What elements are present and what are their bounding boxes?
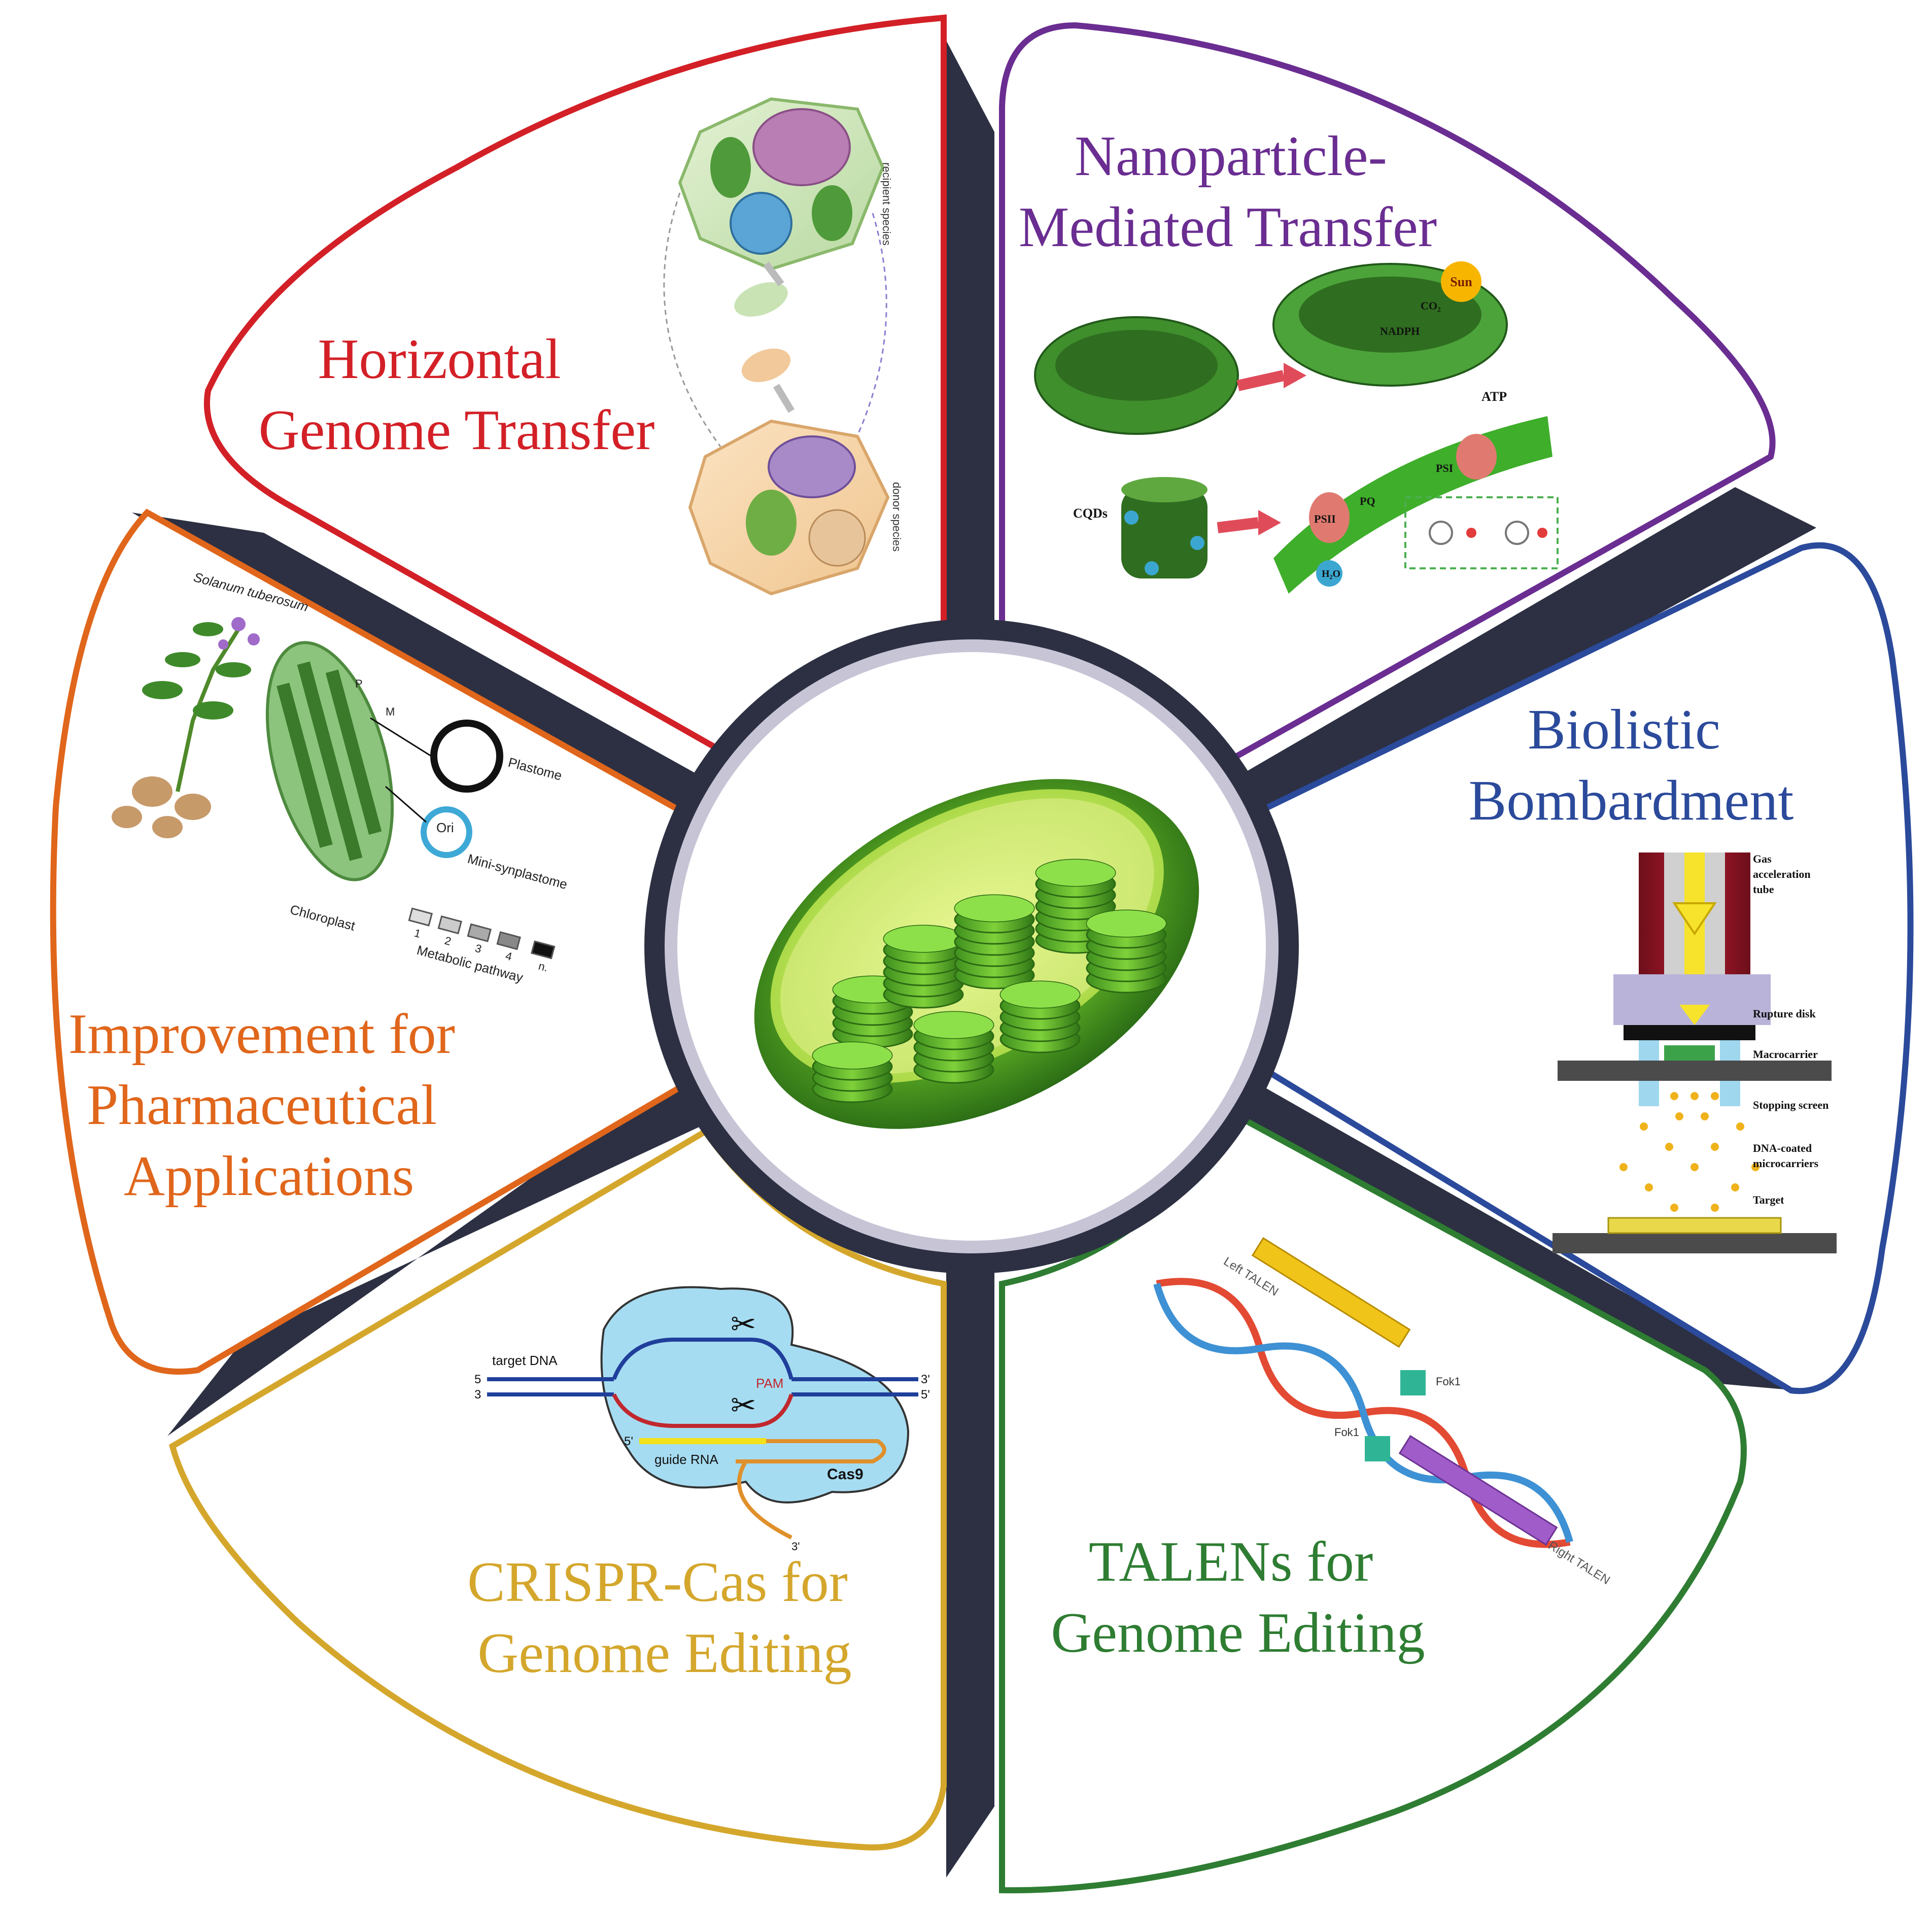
potato-tuber [132, 776, 172, 807]
spoke-top [946, 41, 994, 700]
hgt-donor-label: donor species [890, 482, 903, 552]
psii-label: PSII [1314, 513, 1336, 525]
hgt-recipient-label: recipient species [880, 162, 893, 246]
sun-label: Sun [1450, 275, 1472, 289]
guide-five-prime-label: 5' [624, 1435, 633, 1448]
h2o-label: H₂O [1322, 568, 1340, 579]
reaction-box [1404, 496, 1559, 569]
three-prime-top-label: 3 [474, 1388, 481, 1402]
five-prime-top-label: 5 [474, 1373, 481, 1386]
three-prime-right-label: 3' [921, 1373, 930, 1386]
fok1-top [1400, 1370, 1426, 1395]
acceleration-label: acceleration [1753, 868, 1811, 880]
spoke-bottom-left [167, 1076, 700, 1436]
atp-label: ATP [1481, 389, 1507, 404]
grana-stacks [812, 859, 1167, 1103]
title-biolistic-bombardment: Biolistic Bombardment [1469, 698, 1794, 832]
target-label: Target [1753, 1193, 1784, 1206]
microcarrier-dots [1619, 1092, 1760, 1212]
guide-rna-label: guide RNA [654, 1452, 718, 1467]
mini-synplastome-ring [421, 806, 472, 858]
dna-coated-label: DNA-coated [1753, 1142, 1812, 1154]
scissors-top-icon: ✂ [731, 1308, 756, 1341]
co2-label: CO₂ [1421, 299, 1441, 312]
target-dna-label: target DNA [492, 1353, 558, 1368]
cas9-label: Cas9 [827, 1466, 864, 1483]
title-talens-genome-editing: TALENs for Genome Editing [1051, 1530, 1425, 1664]
pq-label: PQ [1360, 495, 1375, 507]
ori-label: Ori [436, 820, 454, 835]
cqds-label: CQDs [1073, 506, 1108, 521]
fok1-bottom-label: Fok1 [1334, 1426, 1359, 1439]
biolistic-illustration: Gas acceleration tube Rupture disk Macro… [1552, 852, 1837, 1253]
hgt-illustration: recipient species donor species [663, 97, 903, 596]
three-prime-bottom-label: 3' [791, 1540, 800, 1553]
panel-talens-genome-editing [999, 1112, 1747, 1894]
title-horizontal-genome-transfer: Horizontal Genome Transfer [259, 328, 655, 462]
center-hub [644, 619, 1299, 1274]
dna-strand-blue [1153, 1283, 1573, 1543]
nano-illustration: Sun CO₂ NADPH CQDs PSII PQ PSI ATP H₂O [1034, 261, 1559, 594]
metabolic-pathway-genes [408, 907, 556, 960]
psi-label: PSI [1436, 462, 1453, 474]
macrocarrier-label: Macrocarrier [1753, 1048, 1818, 1061]
seedling-orange [741, 349, 791, 382]
rupture-disk-label: Rupture disk [1753, 1007, 1816, 1020]
thylakoid-stack [1121, 477, 1208, 578]
plastome-ring [430, 720, 503, 793]
spoke-bottom [946, 1208, 994, 1878]
panel-pharmaceutical-applications [50, 508, 685, 1375]
title-nanoparticle-mediated-transfer: Nanoparticle- Mediated Transfer [1019, 125, 1437, 259]
spoke-bottom-right [1228, 1081, 1796, 1390]
potato-plant-stem [176, 628, 240, 792]
gas-label: Gas [1753, 852, 1772, 865]
tube-label: tube [1753, 883, 1774, 896]
stopping-screen-label: Stopping screen [1753, 1099, 1828, 1111]
microcarriers-label: microcarriers [1753, 1157, 1819, 1170]
crispr-illustration: target DNA 5 3 3' 5' PAM 5' guide RNA Ca… [474, 1286, 930, 1553]
seedling-green [734, 282, 788, 317]
fok1-top-label: Fok1 [1436, 1375, 1461, 1388]
m-label: M [386, 705, 395, 718]
fok1-bottom [1365, 1436, 1390, 1461]
title-crispr-cas-genome-editing: CRISPR-Cas for Genome Editing [467, 1551, 862, 1685]
five-prime-right-label: 5' [921, 1388, 930, 1402]
sun-icon [1441, 261, 1481, 302]
right-talen-array [1398, 1435, 1558, 1546]
scissors-bottom-icon: ✂ [731, 1389, 756, 1422]
title-pharmaceutical-applications: Improvement for Pharmaceutical Applicati… [68, 1003, 469, 1208]
left-talen-array [1251, 1237, 1411, 1348]
pam-label: PAM [756, 1376, 783, 1391]
spoke-top-right [1238, 487, 1816, 832]
nadph-label: NADPH [1380, 325, 1420, 337]
p-label: P [355, 677, 363, 690]
